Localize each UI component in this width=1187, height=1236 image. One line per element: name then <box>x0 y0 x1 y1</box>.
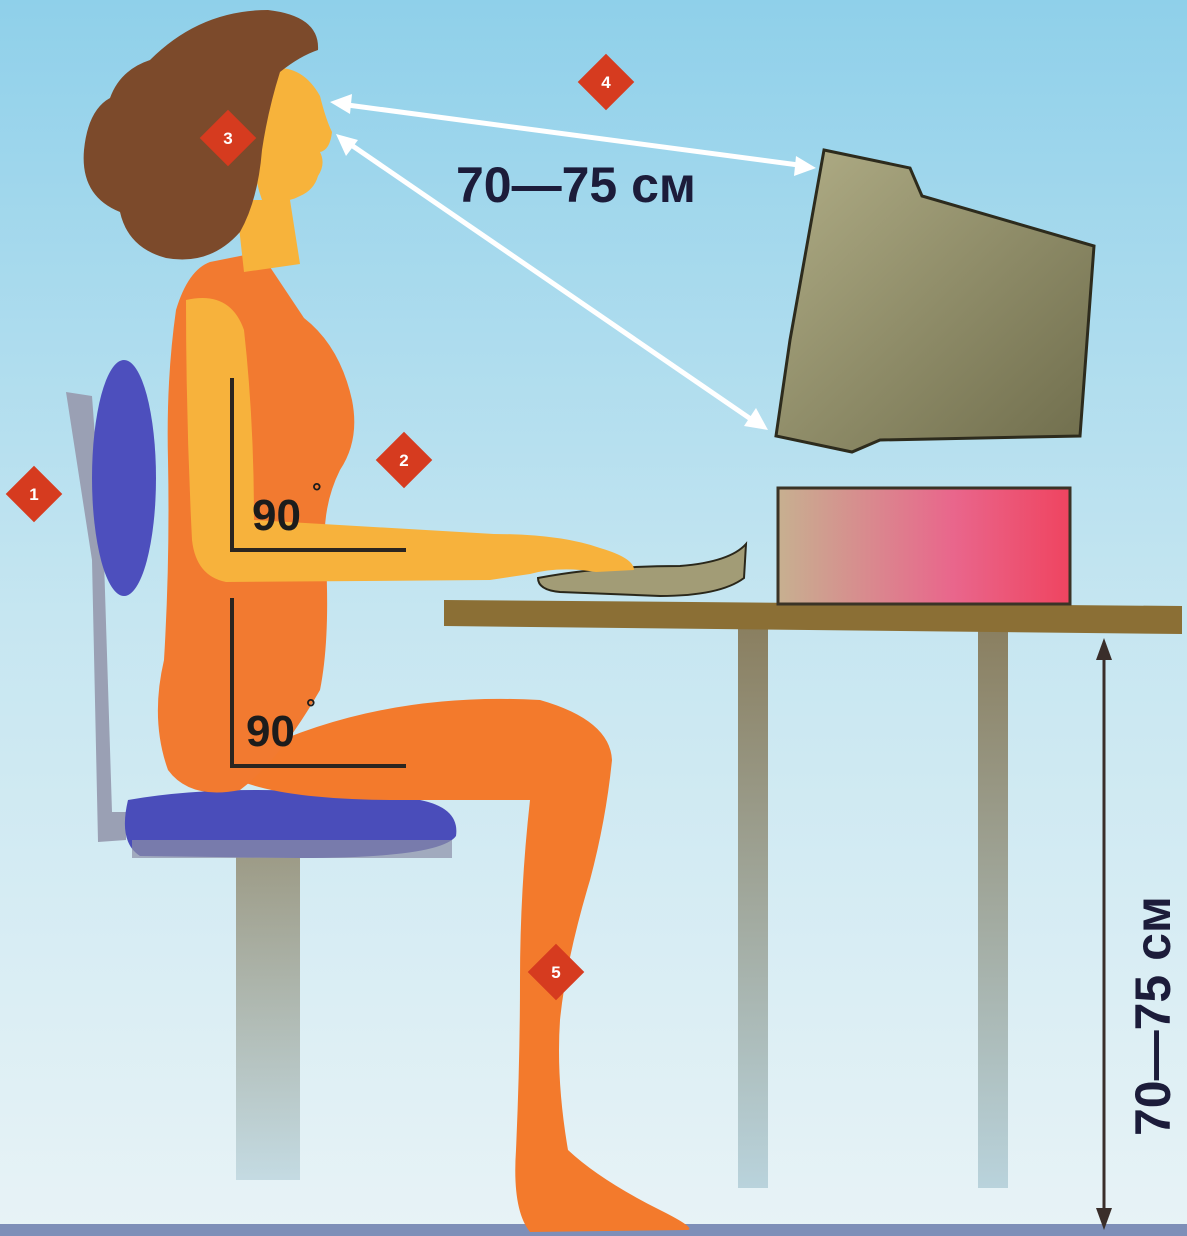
elbow-degree-symbol: ° <box>312 479 322 506</box>
marker-2-label: 2 <box>399 451 408 470</box>
system-unit <box>778 488 1070 604</box>
desk-height-label: 70—75 см <box>1125 896 1181 1136</box>
desk-leg-front <box>738 628 768 1188</box>
hip-angle-label: 90 <box>246 707 295 756</box>
hip-degree-symbol: ° <box>306 695 316 722</box>
chair-post <box>236 850 300 1180</box>
marker-1-label: 1 <box>29 485 38 504</box>
chair-backrest <box>92 360 156 596</box>
marker-3-label: 3 <box>223 129 232 148</box>
eye-distance-label: 70—75 см <box>456 157 696 213</box>
desk-leg-back <box>978 628 1008 1188</box>
elbow-angle-label: 90 <box>252 491 301 540</box>
marker-4-label: 4 <box>601 73 611 92</box>
chair-seat-base <box>132 840 452 858</box>
marker-5-label: 5 <box>551 963 560 982</box>
